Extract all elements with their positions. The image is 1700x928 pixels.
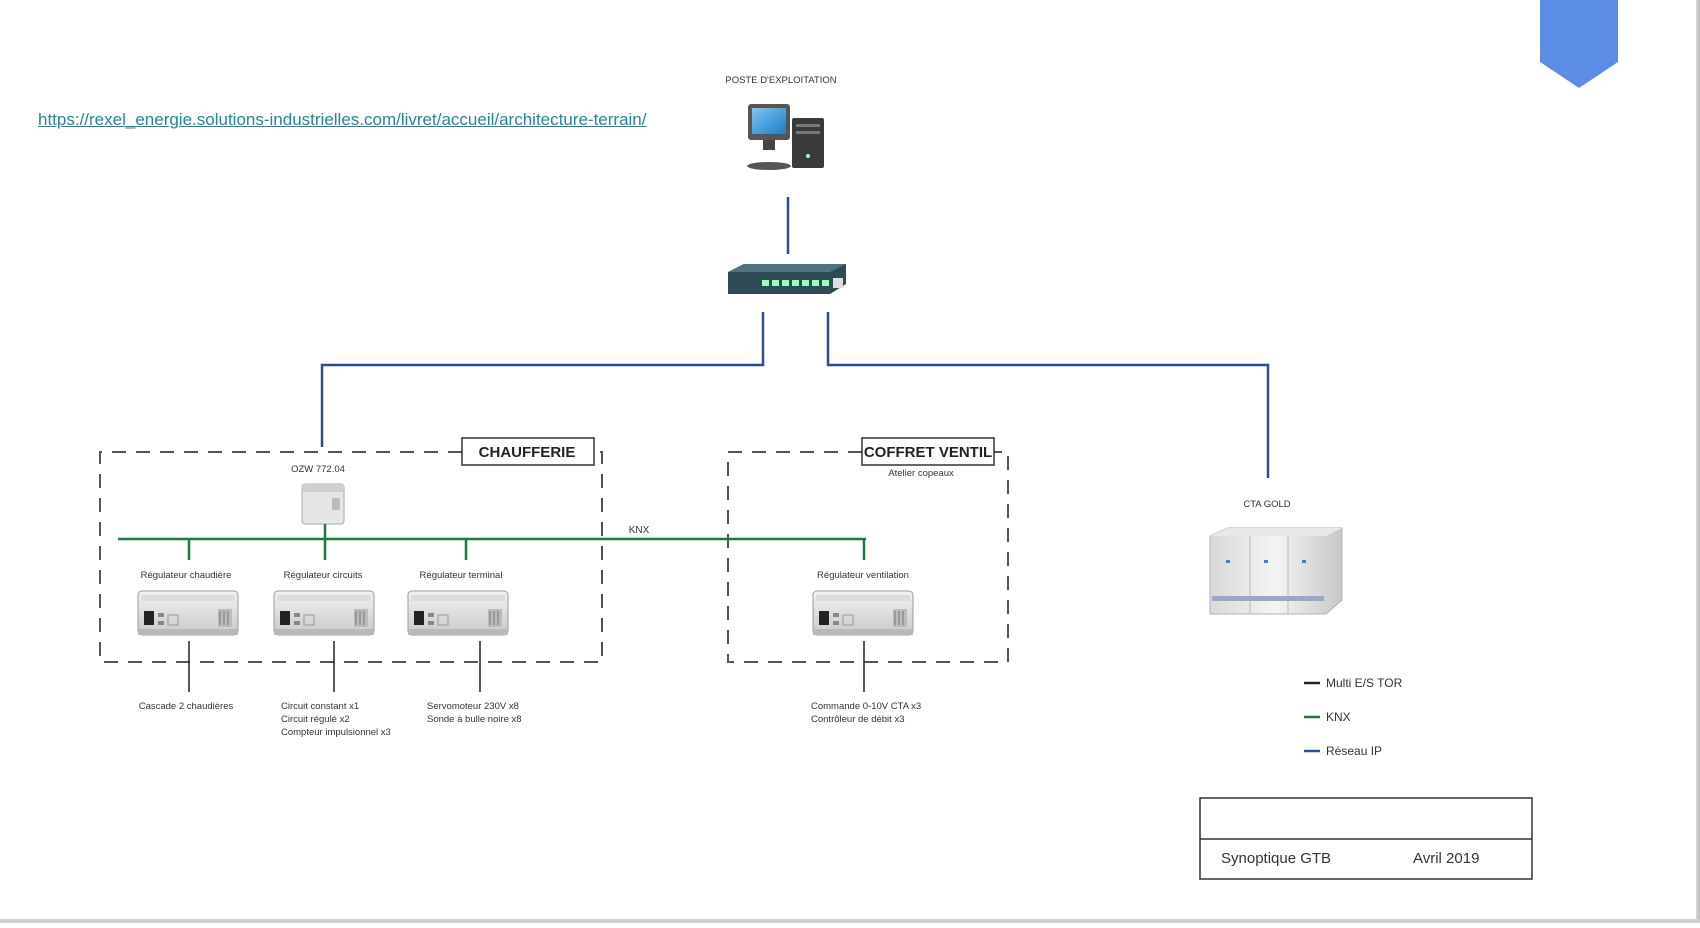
legend-label-knx: KNX [1326,710,1351,724]
regulator-terminal-note-1: Servomoteur 230V x8 [427,701,519,712]
coffret-subtitle: Atelier copeaux [888,468,954,479]
page-bottom-edge [0,919,1700,923]
chaufferie-title-box [461,437,595,466]
architecture-link[interactable]: https://rexel_energie.solutions-industri… [38,110,647,129]
bookmark-ribbon-icon [1540,0,1618,88]
cta-label: CTA GOLD [1243,499,1290,510]
regulator-ventilation-note-2: Contrôleur de débit x3 [811,714,904,725]
workstation-label: POSTE D'EXPLOITATION [725,75,836,86]
regulator-circuits-note-3: Compteur impulsionnel x3 [281,727,391,738]
regulator-circuits-icon [273,590,375,636]
knx-bus-label: KNX [629,525,650,536]
air-handling-unit-icon [1209,527,1343,615]
network-switch-icon [728,264,846,294]
title-block-name: Synoptique GTB [1221,850,1331,867]
regulator-ventilation-label: Régulateur ventilation [817,570,909,581]
regulator-circuits-note-1: Circuit constant x1 [281,701,359,712]
regulator-circuits-note-2: Circuit régulé x2 [281,714,350,725]
regulator-terminal-label: Régulateur terminal [420,570,503,581]
regulator-ventilation-icon [812,590,914,636]
gateway-label: OZW 772.04 [291,464,345,475]
legend: Multi E/S TOR KNX Réseau IP [1304,676,1403,758]
regulator-ventilation-note-1: Commande 0-10V CTA x3 [811,701,921,712]
title-block: Synoptique GTB Avril 2019 [1199,797,1533,880]
regulator-chaudiere-icon [137,590,239,636]
coffret-title: COFFRET VENTIL [864,444,992,461]
coffret-title-box [861,437,995,466]
page-right-edge [1696,0,1700,923]
legend-label-ip: Réseau IP [1326,744,1382,758]
regulator-terminal-icon [407,590,509,636]
ip-link-cta [826,312,1270,478]
coffret-zone [727,451,1009,663]
title-block-date: Avril 2019 [1413,850,1479,867]
regulator-terminal-note-2: Sonde à bulle noire x8 [427,714,522,725]
regulator-chaudiere-label: Régulateur chaudière [141,570,232,581]
computer-icon [747,104,824,170]
legend-label-tor: Multi E/S TOR [1326,676,1403,690]
gateway-module-icon [301,483,345,525]
ip-link-chaufferie [320,312,765,447]
regulator-circuits-label: Régulateur circuits [284,570,363,581]
chaufferie-title: CHAUFFERIE [479,444,576,461]
regulator-chaudiere-note: Cascade 2 chaudières [139,701,234,712]
chaufferie-zone [99,451,603,663]
